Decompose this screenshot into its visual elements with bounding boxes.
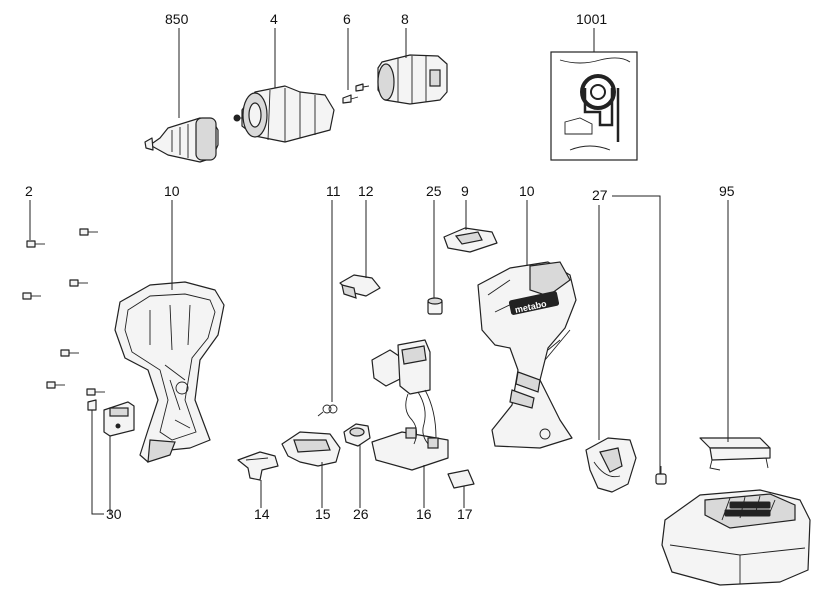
part-850-keyless-chuck: [144, 117, 219, 163]
part-6-screws: [342, 83, 370, 104]
part-14-trigger-lock: [237, 451, 279, 481]
label-2: 2: [25, 183, 33, 199]
label-11: 11: [326, 183, 341, 199]
part-25-bushing: [427, 297, 443, 315]
part-11-spring: [317, 404, 338, 417]
label-14: 14: [254, 506, 270, 522]
leader-30-a: [91, 410, 104, 515]
label-95: 95: [719, 183, 735, 199]
part-30-direction-slider: [87, 399, 135, 437]
label-30: 30: [106, 506, 122, 522]
label-27: 27: [592, 187, 608, 203]
part-12-cover: [339, 274, 381, 299]
label-1001: 1001: [576, 11, 607, 27]
label-6: 6: [343, 11, 351, 27]
part-8-motor: [377, 54, 448, 105]
part-27-belt-clip: [585, 437, 637, 493]
part-battery-pack: [661, 489, 811, 586]
label-850: 850: [165, 11, 189, 27]
label-10-left: 10: [164, 183, 180, 199]
part-1001-brush-set-box: [550, 51, 638, 161]
label-10-right: 10: [519, 183, 535, 199]
part-10-housing-right: metabo: [477, 261, 577, 449]
part-2-housing-screws: [22, 228, 105, 396]
label-15: 15: [315, 506, 331, 522]
leader-27-screw: [612, 195, 661, 474]
label-8: 8: [401, 11, 409, 27]
part-10-housing-left: [114, 281, 225, 463]
label-9: 9: [461, 183, 469, 199]
part-4-gearbox: [233, 85, 335, 143]
part-15-base-plate: [281, 431, 341, 467]
part-26-cap: [343, 423, 371, 447]
label-4: 4: [270, 11, 278, 27]
label-25: 25: [426, 183, 442, 199]
label-16: 16: [416, 506, 432, 522]
part-16-electronic-switch: [371, 339, 449, 471]
label-17: 17: [457, 506, 473, 522]
part-95-battery-cover: [699, 437, 771, 471]
label-12: 12: [358, 183, 374, 199]
label-26: 26: [353, 506, 369, 522]
part-27-screw: [655, 466, 667, 485]
part-9-top-cover: [443, 227, 498, 253]
part-17-label-plate: [447, 469, 475, 489]
